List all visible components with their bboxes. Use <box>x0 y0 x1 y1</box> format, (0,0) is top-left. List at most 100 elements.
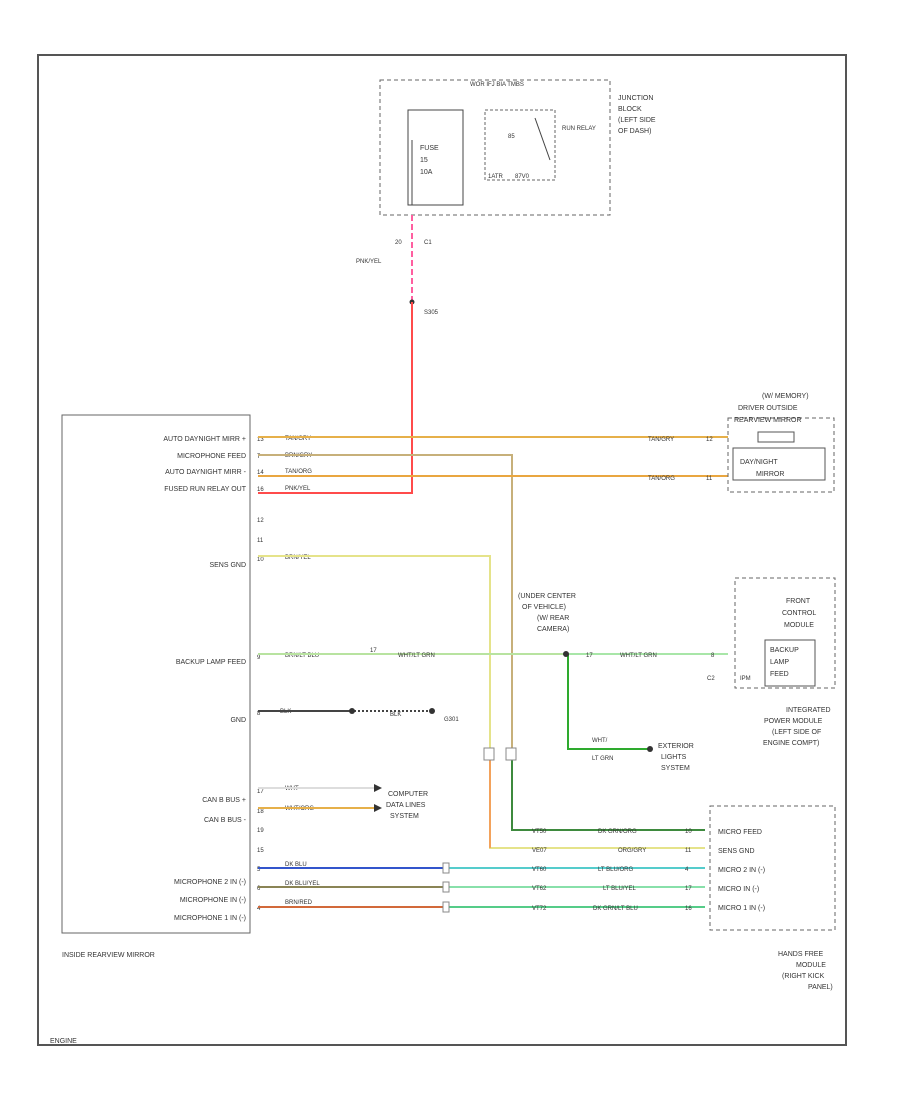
lamp-label: LAMP <box>770 659 789 666</box>
hfm-wire-dk-grn-org: DK GRN/ORG <box>598 829 637 835</box>
backup-label: BACKUP <box>770 647 799 654</box>
driver-mirror-box <box>727 417 835 493</box>
driver-wire-tan-org: TAN/ORG <box>648 476 675 482</box>
mirror-pin-19: 19 <box>257 828 264 834</box>
mic-connector-2 <box>442 881 450 893</box>
ipm-note-4: ENGINE COMPT) <box>763 740 819 747</box>
can-arrow-1 <box>374 784 382 792</box>
ipm-note-2: POWER MODULE <box>764 718 823 725</box>
can-arrow-2 <box>374 804 382 812</box>
underdash-fuse-panel <box>379 79 611 216</box>
fcm-conn: C2 <box>707 676 715 682</box>
fcm-title-1: FRONT <box>786 598 811 605</box>
mirror-pin-label-mic: MICROPHONE IN (-) <box>180 897 246 904</box>
footer-label: ENGINE <box>50 1038 77 1045</box>
mirror-pin-label-sens-gnd: SENS GND <box>209 562 246 569</box>
hfm-pin-17: 17 <box>685 886 692 892</box>
fcm-title-2: CONTROL <box>782 610 816 617</box>
driver-mirror-title-2: DRIVER OUTSIDE <box>738 405 798 412</box>
junction-block-line2: BLOCK <box>618 106 642 113</box>
exterior-wire-label-2: LT GRN <box>592 756 613 762</box>
wire-label-tan-gry: TAN/GRY <box>285 436 311 442</box>
wire-brn-yel <box>258 555 705 849</box>
mirror-pin-label-mic-feed: MICROPHONE FEED <box>177 453 246 460</box>
wire-label-pnk-yel: PNK/YEL <box>285 486 311 492</box>
fuse-amperage: 10A <box>420 169 433 176</box>
wire-label-brn-red: BRN/RED <box>285 900 313 906</box>
mirror-pin-label-run-relay: FUSED RUN RELAY OUT <box>164 486 247 493</box>
ipm-label: IPM <box>740 676 751 682</box>
ground-id: G301 <box>444 717 459 723</box>
hfm-pin-4: 4 <box>685 867 689 873</box>
wire-pnk-yel-label: PNK/YEL <box>356 259 382 265</box>
day-night-mirror-component <box>732 447 826 481</box>
wire-label-wht-lt-grn-right: WHT/LT GRN <box>620 653 657 659</box>
hfm-pin-label-micro-feed: MICRO FEED <box>718 829 762 836</box>
exterior-label-3: SYSTEM <box>661 765 690 772</box>
hfm-pin-16: 16 <box>685 906 692 912</box>
hfm-wire-dk-grn-lt-blu: DK GRN/LT BLU <box>593 906 638 912</box>
mirror-pin-14: 14 <box>257 470 264 476</box>
hfm-title-2: MODULE <box>796 962 826 969</box>
hfm-pin-label-sens-gnd: SENS GND <box>718 848 755 855</box>
hfm-title-4: PANEL) <box>808 984 833 991</box>
wire-dk-grn-org <box>511 760 705 831</box>
inside-mirror-box <box>61 414 251 934</box>
hfm-wire-lt-blu-yel: LT BLU/YEL <box>603 886 636 892</box>
mirror-pin-label-auto-minus: AUTO DAYNIGHT MIRR - <box>165 469 247 476</box>
run-relay-box <box>484 109 556 181</box>
mirror-pin-11: 11 <box>257 538 264 544</box>
wire-label-brn-lt-blu: BRN/LT BLU <box>285 653 319 659</box>
circuit-vt62: VT62 <box>532 886 547 892</box>
driver-mirror-title-1: (W/ MEMORY) <box>762 393 809 400</box>
fuse-number: 15 <box>420 157 428 164</box>
inside-mirror-title: INSIDE REARVIEW MIRROR <box>62 952 155 959</box>
mirror-pin-6: 6 <box>257 886 261 892</box>
wire-brn-gry <box>258 454 705 831</box>
rear-camera-conn-pin: 17 <box>370 648 377 654</box>
mirror-pin-15: 15 <box>257 848 264 854</box>
mirror-label: MIRROR <box>756 471 784 478</box>
hfm-pin-label-micro2: MICRO 2 IN (-) <box>718 867 765 874</box>
mirror-pin-17: 17 <box>257 789 264 795</box>
ground-wire-label: BLK <box>390 712 401 718</box>
driver-pin-11: 11 <box>706 476 713 482</box>
mirror-pin-7: 7 <box>257 454 261 460</box>
mirror-pin-label-mic1: MICROPHONE 1 IN (-) <box>174 915 246 922</box>
computer-label-1: COMPUTER <box>388 791 428 798</box>
mirror-pin-16: 16 <box>257 487 264 493</box>
mirror-pin-label-can-plus: CAN B BUS + <box>202 797 246 804</box>
relay-pin-b: 87V0 <box>515 174 530 180</box>
day-night-label: DAY/NIGHT <box>740 459 778 466</box>
circuit-vt60: VT60 <box>532 867 547 873</box>
front-control-module-box <box>734 577 836 689</box>
fcm-title-3: MODULE <box>784 622 814 629</box>
wire-label-dk-blu-yel: DK BLU/YEL <box>285 881 320 887</box>
connector-id: C1 <box>424 240 432 246</box>
rear-camera-note-2: OF VEHICLE) <box>522 604 566 611</box>
mirror-pin-12: 12 <box>257 518 264 524</box>
wire-label-tan-org: TAN/ORG <box>285 469 312 475</box>
hfm-title-3: (RIGHT KICK <box>782 973 825 980</box>
mirror-element <box>757 431 795 443</box>
connector-pin: 20 <box>395 240 402 246</box>
circuit-ve07: VE07 <box>532 848 547 854</box>
wire-label-brn-yel: BRN/YEL <box>285 555 311 561</box>
splice-rear-camera <box>563 651 569 657</box>
mirror-pin-label-auto-plus: AUTO DAYNIGHT MIRR + <box>163 436 246 443</box>
hfm-pin-10: 10 <box>685 829 692 835</box>
relay-switch <box>534 117 551 161</box>
wire-label-dk-blu: DK BLU <box>285 862 307 868</box>
driver-pin-12: 12 <box>706 437 713 443</box>
mirror-pin-label-can-minus: CAN B BUS - <box>204 817 247 824</box>
fuse-label: FUSE <box>420 145 439 152</box>
relay-pin-a: 1ATR <box>488 174 504 180</box>
driver-wire-tan-gry: TAN/GRY <box>648 437 674 443</box>
computer-label-2: DATA LINES <box>386 802 426 809</box>
rear-camera-note-3: (W/ REAR <box>537 615 569 622</box>
rear-camera-note-4: CAMERA) <box>537 626 569 633</box>
exterior-label-2: LIGHTS <box>661 754 687 761</box>
mirror-pin-label-backup: BACKUP LAMP FEED <box>176 659 246 666</box>
hfm-title-1: HANDS FREE <box>778 951 823 958</box>
